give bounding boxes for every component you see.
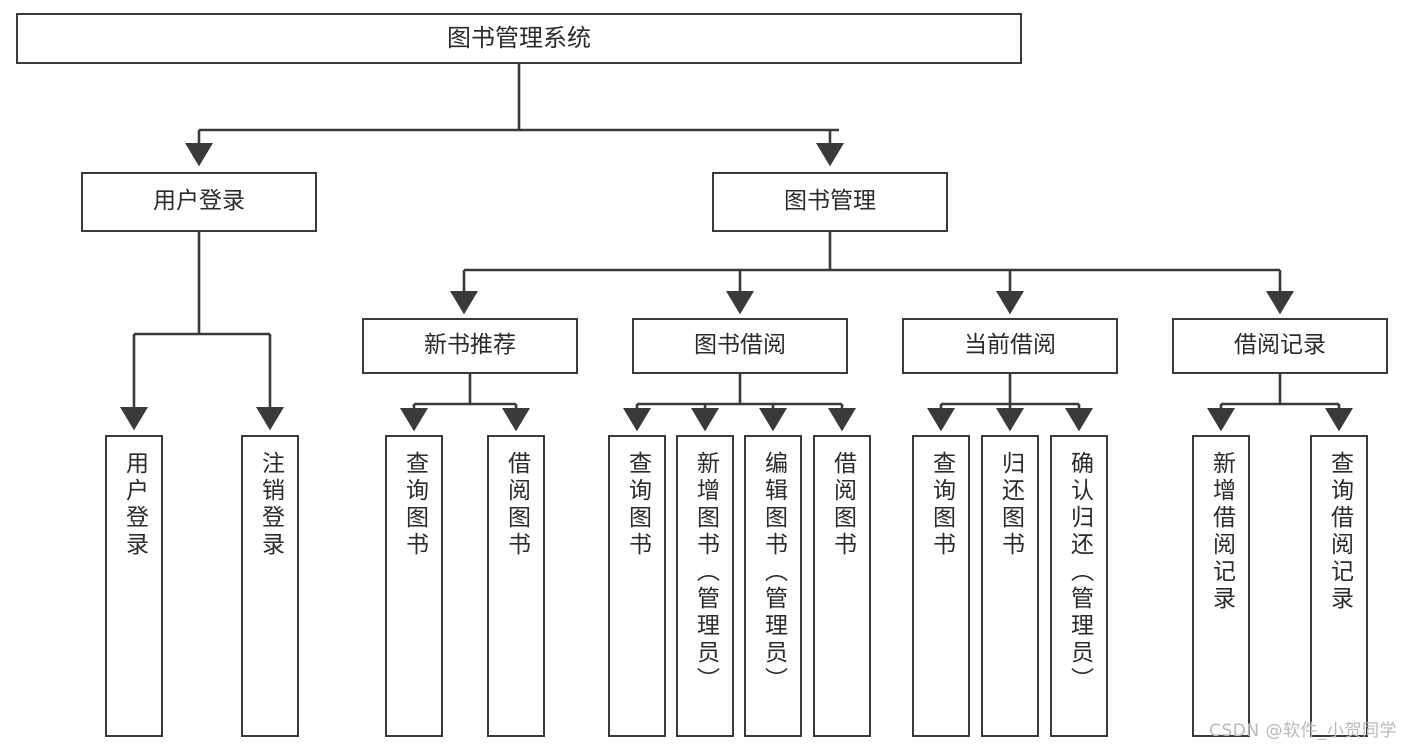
leaf-borrow-add-book-label: 新增图书（管理员）: [692, 451, 719, 694]
watermark: CSDN @软件_小贺同学: [1209, 721, 1397, 741]
node-root-label: 图书管理系统: [447, 24, 591, 53]
node-user-login-label: 用户登录: [153, 188, 245, 215]
leaf-records-add[interactable]: 新增借阅记录: [1192, 435, 1250, 737]
leaf-user-login-logout-label: 注销登录: [257, 451, 284, 559]
leaf-borrow-add-book[interactable]: 新增图书（管理员）: [676, 435, 734, 737]
leaf-current-query[interactable]: 查询图书: [912, 435, 970, 737]
node-user-login[interactable]: 用户登录: [81, 172, 317, 232]
leaf-current-query-label: 查询图书: [928, 451, 955, 559]
leaf-borrow-borrow-book-label: 借阅图书: [829, 451, 856, 559]
leaf-new-book-query[interactable]: 查询图书: [385, 435, 443, 737]
leaf-borrow-query[interactable]: 查询图书: [608, 435, 666, 737]
node-current-borrow-label: 当前借阅: [964, 332, 1056, 359]
node-book-management-label: 图书管理: [784, 188, 876, 215]
leaf-current-confirm-return-label: 确认归还（管理员）: [1066, 451, 1093, 694]
node-borrow-records[interactable]: 借阅记录: [1172, 318, 1388, 374]
leaf-user-login-login-label: 用户登录: [121, 451, 148, 559]
node-book-borrow-label: 图书借阅: [694, 332, 786, 359]
leaf-records-query-label: 查询借阅记录: [1326, 451, 1353, 613]
leaf-records-query[interactable]: 查询借阅记录: [1310, 435, 1368, 737]
leaf-current-return-label: 归还图书: [997, 451, 1024, 559]
node-new-book-recommend[interactable]: 新书推荐: [362, 318, 578, 374]
leaf-current-return[interactable]: 归还图书: [981, 435, 1039, 737]
leaf-new-book-query-label: 查询图书: [401, 451, 428, 559]
node-book-management[interactable]: 图书管理: [712, 172, 948, 232]
node-root[interactable]: 图书管理系统: [16, 13, 1022, 64]
leaf-borrow-borrow-book[interactable]: 借阅图书: [813, 435, 871, 737]
leaf-user-login-logout[interactable]: 注销登录: [241, 435, 299, 737]
leaf-new-book-borrow-label: 借阅图书: [503, 451, 530, 559]
leaf-current-confirm-return[interactable]: 确认归还（管理员）: [1050, 435, 1108, 737]
leaf-user-login-login[interactable]: 用户登录: [105, 435, 163, 737]
leaf-borrow-edit-book[interactable]: 编辑图书（管理员）: [744, 435, 802, 737]
node-borrow-records-label: 借阅记录: [1234, 332, 1326, 359]
leaf-new-book-borrow[interactable]: 借阅图书: [487, 435, 545, 737]
leaf-borrow-query-label: 查询图书: [624, 451, 651, 559]
node-new-book-recommend-label: 新书推荐: [424, 332, 516, 359]
leaf-borrow-edit-book-label: 编辑图书（管理员）: [760, 451, 787, 694]
node-current-borrow[interactable]: 当前借阅: [902, 318, 1118, 374]
node-book-borrow[interactable]: 图书借阅: [632, 318, 848, 374]
leaf-records-add-label: 新增借阅记录: [1208, 451, 1235, 613]
